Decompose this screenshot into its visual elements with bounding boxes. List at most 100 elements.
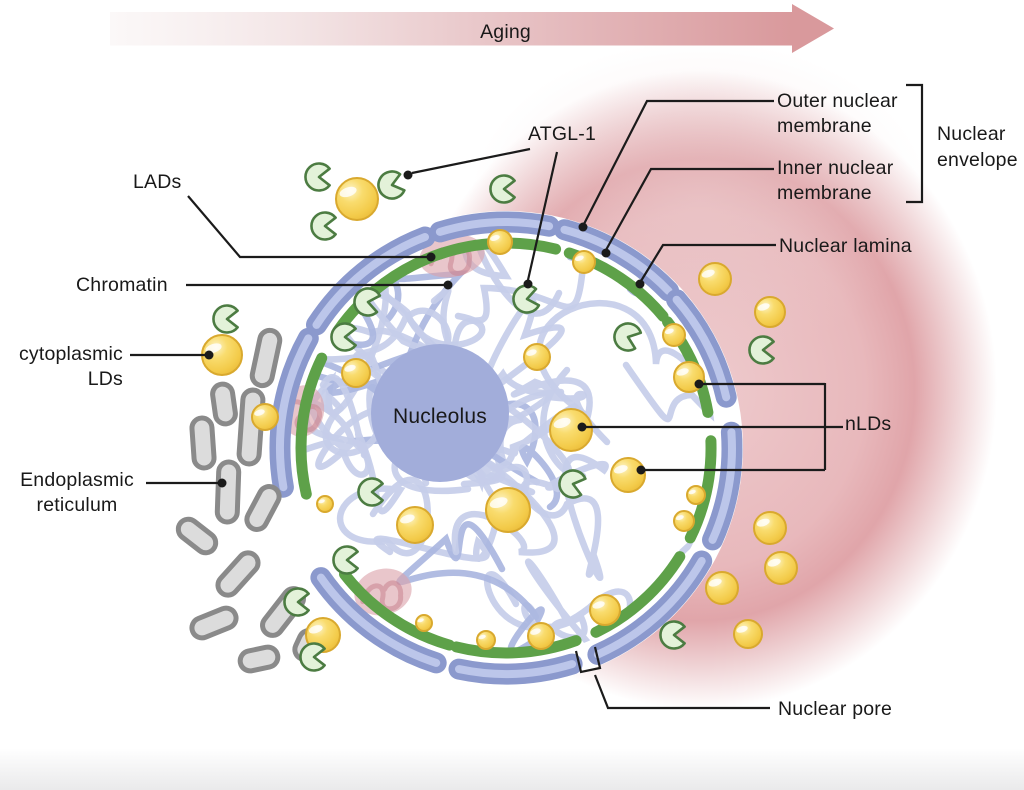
membrane-lumen-highlight [455, 660, 577, 679]
lipid-droplet [705, 571, 739, 605]
er-tubule [237, 644, 281, 674]
atgl1-enzyme-icon [310, 211, 337, 241]
lipid-droplet [523, 343, 551, 371]
nuclear-envelope-bracket [906, 83, 924, 204]
label-atgl1: ATGL-1 [528, 123, 597, 145]
atgl1-enzyme-icon [613, 322, 643, 352]
leader-line [593, 674, 770, 710]
lipid-droplet [476, 630, 496, 650]
leader-line-dot [578, 222, 588, 232]
atgl1-enzyme-icon [353, 287, 382, 317]
atgl1-enzyme-icon [283, 587, 310, 617]
atgl1-enzyme-icon [357, 477, 384, 507]
membrane-lumen-highlight [672, 295, 731, 402]
atgl1-enzyme-icon [659, 620, 686, 650]
label-lads: LADs [133, 171, 182, 193]
leader-line [187, 195, 428, 259]
atgl1-enzymes [212, 162, 775, 672]
lipid-droplet [485, 487, 531, 533]
membrane-lumen-highlight [276, 334, 313, 492]
leader-line-dot [601, 248, 611, 258]
lipid-droplets [201, 177, 798, 653]
nucleolus [371, 344, 509, 482]
lipid-droplet [341, 358, 371, 388]
nuclear-lamina-segment [295, 352, 328, 500]
atgl1-enzyme-icon [299, 642, 326, 672]
leader-line-dot [443, 280, 453, 290]
leader-line [583, 99, 774, 225]
chromatin-strand [448, 238, 619, 317]
lipid-droplet [753, 511, 787, 545]
leader-line-dot [217, 478, 227, 488]
chromatin-strand [484, 558, 634, 649]
leader-line-dot [635, 279, 645, 289]
leader-line [526, 151, 559, 281]
leader-line [411, 147, 531, 175]
label-nuclear-pore: Nuclear pore [778, 698, 893, 720]
atgl1-enzyme-icon [212, 304, 239, 334]
lipid-droplet [673, 510, 695, 532]
atgl1-enzyme-icon [377, 170, 406, 200]
lipid-droplet [686, 485, 706, 505]
nuclear-lamina-segment [339, 568, 455, 651]
leader-lines [130, 99, 843, 710]
er-tubule [215, 550, 261, 598]
lipid-droplet [527, 622, 555, 650]
leader-line-dot [403, 170, 413, 180]
atgl1-enzyme-icon [332, 545, 359, 575]
er-tubule [244, 484, 282, 532]
nuclear-pore-bracket [574, 646, 602, 674]
lipid-droplet [335, 177, 379, 221]
label-nucleolus: Nucleolus [392, 405, 487, 428]
leader-line-dot [636, 465, 646, 475]
label-nuclear-envelope: Nuclear envelope [937, 123, 1018, 171]
chromatin-strand [296, 238, 486, 349]
aging-arrow [110, 4, 834, 53]
lipid-droplet [662, 323, 686, 347]
lipid-droplet [754, 296, 786, 328]
leader-line-dot [694, 379, 704, 389]
membrane-lumen-highlight [435, 218, 554, 236]
leader-line-dot [204, 350, 214, 360]
label-nlds: nLDs [845, 413, 892, 435]
atgl1-enzyme-icon [330, 322, 357, 352]
nuclear-lamina-segment [684, 435, 717, 544]
chromatin-strand [478, 366, 593, 475]
atgl1-enzyme-icon [558, 469, 587, 499]
nuclear-lamina-segment [590, 551, 686, 638]
lipid-droplet [610, 457, 646, 493]
lipid-droplet [589, 594, 621, 626]
lipid-droplet [698, 262, 732, 296]
chromatin-strand [520, 453, 609, 582]
lipid-droplet [572, 250, 596, 274]
er-tubule [249, 327, 283, 389]
label-endoplasmic-reticulum: Endoplasmic reticulum [20, 469, 134, 516]
atgl1-enzyme-icon [489, 174, 516, 204]
lipid-droplet [764, 551, 798, 585]
label-inner-nuclear-membrane: Inner nuclear membrane [777, 157, 894, 204]
label-aging: Aging [480, 21, 531, 43]
lipid-droplet [487, 229, 513, 255]
er-tubule [189, 605, 239, 641]
nuclear-lamina-arcs [295, 237, 717, 659]
leader-line [640, 243, 776, 282]
leader-line-dot [523, 279, 533, 289]
lipid-droplet [733, 619, 763, 649]
membrane-lumen-highlight [312, 233, 429, 329]
er-tubule [175, 516, 219, 556]
membrane-lumen-highlight [708, 428, 736, 544]
er-tubule [210, 381, 238, 427]
membrane-lumen-highlight [316, 573, 441, 667]
chromatin-strand [430, 238, 614, 365]
nuclear-membrane-arcs [269, 211, 743, 685]
leader-line [605, 167, 774, 251]
membrane-lumen-highlight [560, 225, 673, 295]
atgl1-enzyme-icon [748, 335, 775, 365]
lipid-droplet [251, 403, 279, 431]
lipid-droplet [396, 506, 434, 544]
er-tubule [214, 459, 242, 525]
leader-line-dot [426, 252, 436, 262]
label-cytoplasmic-lds: cytoplasmic LDs [18, 343, 123, 390]
label-nuclear-lamina: Nuclear lamina [779, 235, 912, 257]
